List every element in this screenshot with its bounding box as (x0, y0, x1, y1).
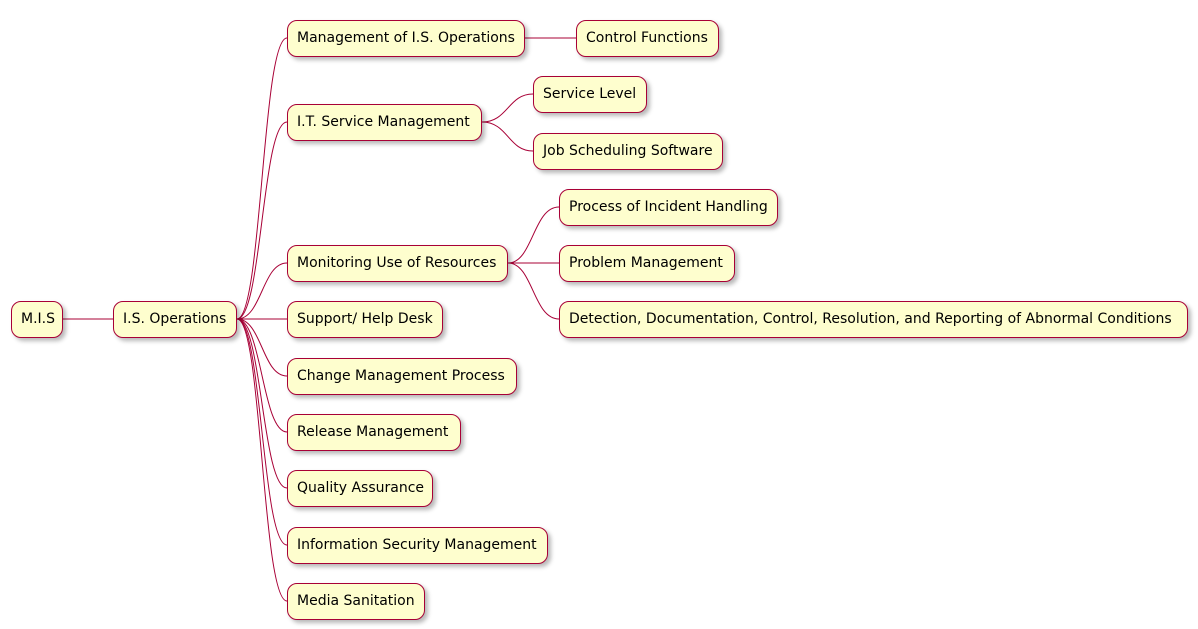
node-leaf-process-of-incident-handling: Process of Incident Handling (559, 189, 778, 226)
node-branch-monitoring-use-of-resources: Monitoring Use of Resources (287, 245, 508, 282)
edge-branch-2-child-0 (507, 206, 560, 264)
edge-branch-2-child-2 (507, 262, 560, 320)
node-branch-it-service-management: I.T. Service Management (287, 104, 482, 141)
node-leaf-job-scheduling-software: Job Scheduling Software (533, 133, 723, 170)
node-leaf-control-functions: Control Functions (576, 20, 719, 57)
node-root: M.I.S (11, 301, 63, 338)
node-branch-information-security-management: Information Security Management (287, 527, 548, 564)
edge-level1-branch-7 (236, 318, 288, 546)
node-branch-quality-assurance: Quality Assurance (287, 470, 433, 507)
edge-level1-branch-5 (236, 318, 288, 433)
edge-level1-branch-4 (236, 318, 288, 377)
node-branch-management-of-is-operations: Management of I.S. Operations (287, 20, 525, 57)
node-leaf-service-level: Service Level (533, 76, 647, 113)
edge-level1-branch-2 (236, 262, 288, 320)
node-branch-change-management-process: Change Management Process (287, 358, 517, 395)
node-branch-release-management: Release Management (287, 414, 461, 451)
node-leaf-detection-documentation: Detection, Documentation, Control, Resol… (559, 301, 1188, 338)
node-branch-support-help-desk: Support/ Help Desk (287, 301, 443, 338)
edge-branch-1-child-0 (481, 93, 534, 123)
node-branch-media-sanitation: Media Sanitation (287, 583, 425, 620)
edge-level1-branch-0 (236, 37, 288, 320)
edge-branch-1-child-1 (481, 121, 534, 152)
edge-level1-branch-6 (236, 318, 288, 489)
edge-level1-branch-1 (236, 121, 288, 320)
edge-level1-branch-8 (236, 318, 288, 602)
node-leaf-problem-management: Problem Management (559, 245, 735, 282)
node-level1: I.S. Operations (113, 301, 237, 338)
